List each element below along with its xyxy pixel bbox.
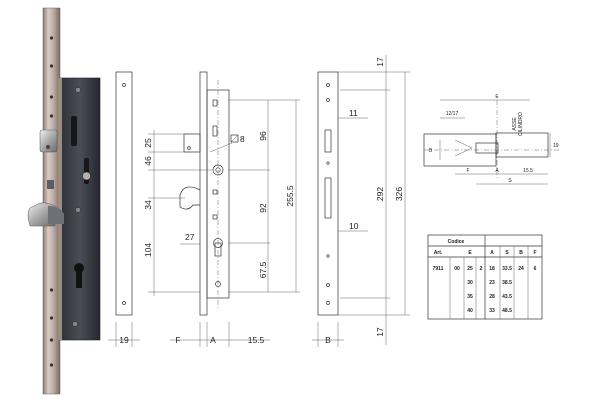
cyl-19-label: 19 — [553, 143, 559, 149]
dim-17-top-label: 17 — [375, 57, 385, 67]
side-view: 25 46 34 104 96 92 67.5 255.5 8 27 F A 1… — [143, 71, 300, 347]
label-15-5: 15.5 — [248, 335, 265, 345]
dim-34-label: 34 — [143, 200, 153, 210]
dim-11-label: 11 — [349, 108, 358, 118]
table-cell: 33.5 — [502, 266, 512, 272]
dim-326-label: 326 — [394, 187, 404, 201]
spec-table: Codice Art. E A S B F 7911 00 25 2 18 33.5 24 6 30 23 3… — [427, 234, 543, 320]
table-cell: 28 — [489, 294, 495, 300]
dim-255-label: 255.5 — [285, 185, 295, 207]
table-header-cell: B — [519, 250, 523, 256]
cyl-asse-label: ASSE — [512, 117, 518, 131]
table-cell: 38.5 — [502, 280, 512, 286]
table-cell: 2 — [480, 266, 483, 272]
dim-67-label: 67.5 — [258, 261, 268, 278]
width-19-label: 19 — [119, 335, 129, 345]
table-title: Codice — [448, 239, 465, 245]
cyl-15-5-label: 15.5 — [523, 168, 533, 174]
dim-104-label: 104 — [143, 243, 153, 257]
dim-96-label: 96 — [258, 131, 268, 141]
label-a: A — [210, 335, 216, 345]
cyl-f-label: F — [466, 168, 469, 174]
table-cell: 40 — [467, 308, 473, 314]
square-bolt-icon — [230, 134, 239, 143]
table-cell: 25 — [467, 266, 473, 272]
cyl-cilindro-label: CILINDRO — [518, 112, 524, 136]
table-cell: 00 — [454, 266, 460, 272]
table-cell: 35 — [467, 294, 473, 300]
dim-17-bottom-label: 17 — [375, 327, 385, 337]
table-header-cell: S — [505, 250, 509, 256]
dim-46-label: 46 — [143, 156, 153, 166]
cyl-s-label: S — [508, 178, 512, 184]
table-cell: 30 — [467, 280, 473, 286]
dim-27-label: 27 — [185, 232, 195, 242]
table-cell: 7911 — [433, 266, 444, 272]
dim-8-label: 8 — [240, 134, 245, 144]
table-header-cell: E — [468, 250, 472, 256]
table-cell: 24 — [518, 266, 524, 272]
dim-92-label: 92 — [258, 203, 268, 213]
cyl-12-17-label: 12/17 — [446, 111, 459, 117]
cyl-b-label: B — [429, 148, 433, 154]
faceplate-view: 19 — [108, 71, 140, 347]
dim-25-label: 25 — [143, 138, 153, 148]
table-cell: 23 — [489, 280, 495, 286]
table-cell: 6 — [534, 266, 537, 272]
cylinder-detail: E ASSE CILINDRO 12/17 B 19 F A 15.5 S — [423, 94, 560, 185]
lock-photo-icon — [27, 7, 101, 395]
cyl-e-label: E — [495, 94, 499, 100]
label-b: B — [325, 335, 331, 345]
label-f: F — [175, 335, 180, 345]
cyl-a-label: A — [495, 168, 499, 174]
table-header-cell: Art. — [434, 250, 443, 256]
table-header-cell: A — [490, 250, 494, 256]
dim-292-label: 292 — [375, 187, 385, 201]
table-cell: 43.5 — [502, 294, 512, 300]
table-cell: 18 — [489, 266, 495, 272]
front-view: 11 10 17 292 17 326 B — [312, 55, 410, 347]
table-cell: 33 — [489, 308, 495, 314]
dim-10-label: 10 — [349, 221, 359, 231]
table-header-cell: F — [533, 250, 536, 256]
table-cell: 48.5 — [502, 308, 512, 314]
